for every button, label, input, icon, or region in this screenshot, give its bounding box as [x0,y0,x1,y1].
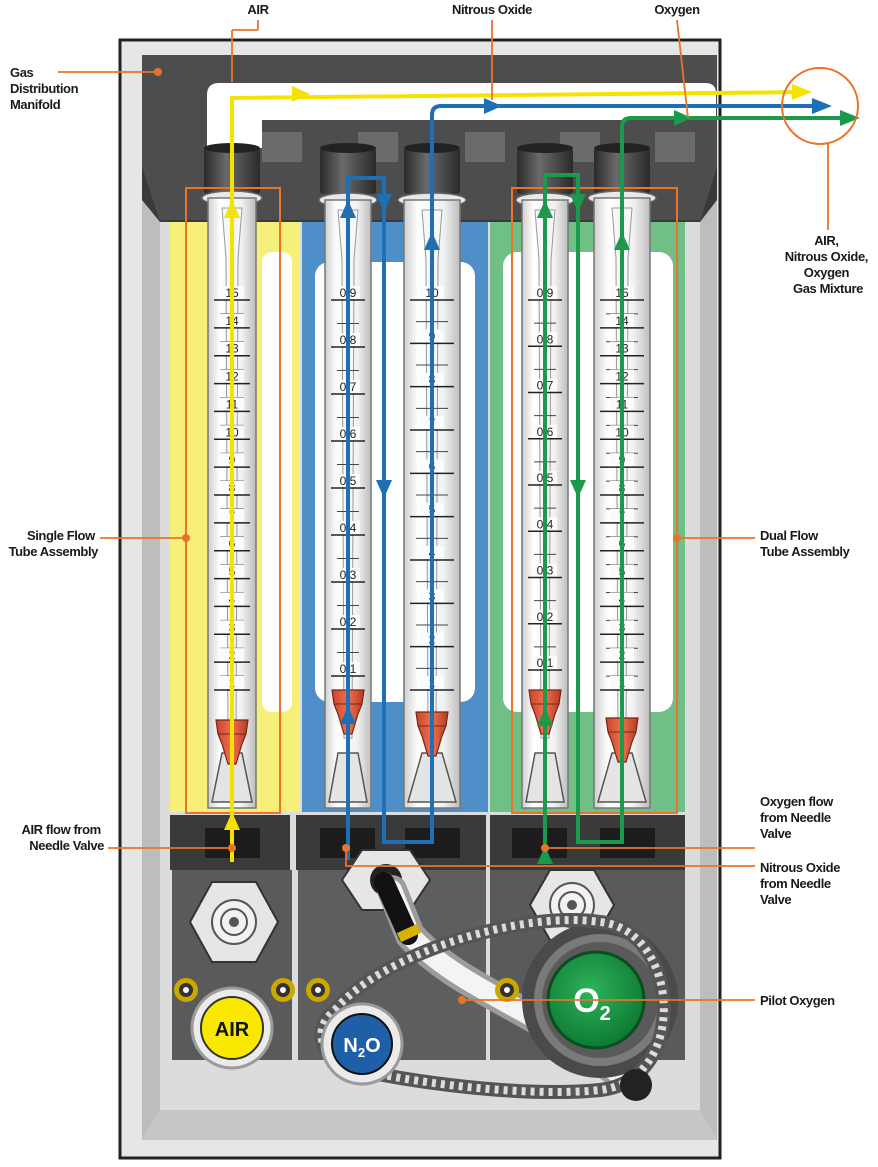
label-dual-flow: Dual Flow Tube Assembly [760,528,851,559]
air-flow-path [224,84,812,862]
label-manifold: Gas Distribution Manifold [10,65,81,112]
label-single-flow: Single Flow Tube Assembly [9,528,100,559]
air-hex-valve [188,881,280,963]
chain-idler [620,1069,652,1101]
label-air-flow: AIR flow from Needle Valve [21,822,104,853]
leader-dots [154,68,681,1004]
label-oxygen-flow: Oxygen flow from Needle Valve [760,794,836,841]
n2o-knob[interactable]: N2O [320,1002,404,1086]
label-oxygen-top: Oxygen [654,2,700,17]
dual-flow-outline [511,187,678,814]
mounting-screws [174,978,519,1002]
o2-knob-label: O2 [573,982,611,1025]
air-knob-label: AIR [215,1019,250,1041]
gas-mixture-circle [781,67,859,145]
label-nitrous-flow: Nitrous Oxide from Needle Valve [760,860,843,907]
label-nitrous-top: Nitrous Oxide [452,2,532,17]
n2o-knob-label: N2O [343,1035,380,1060]
label-air-top: AIR [247,2,269,17]
oxygen-flow-path [537,110,860,864]
nitrous-flow-path [340,98,832,860]
label-pilot-oxygen: Pilot Oxygen [760,993,835,1008]
air-knob[interactable]: AIR [190,986,274,1070]
leader-lines [58,19,829,1001]
label-gas-mixture: AIR, Nitrous Oxide, Oxygen Gas Mixture [785,233,871,296]
air-panel-window [262,252,292,712]
tube-cap [320,148,376,194]
tube-cap [517,148,573,194]
